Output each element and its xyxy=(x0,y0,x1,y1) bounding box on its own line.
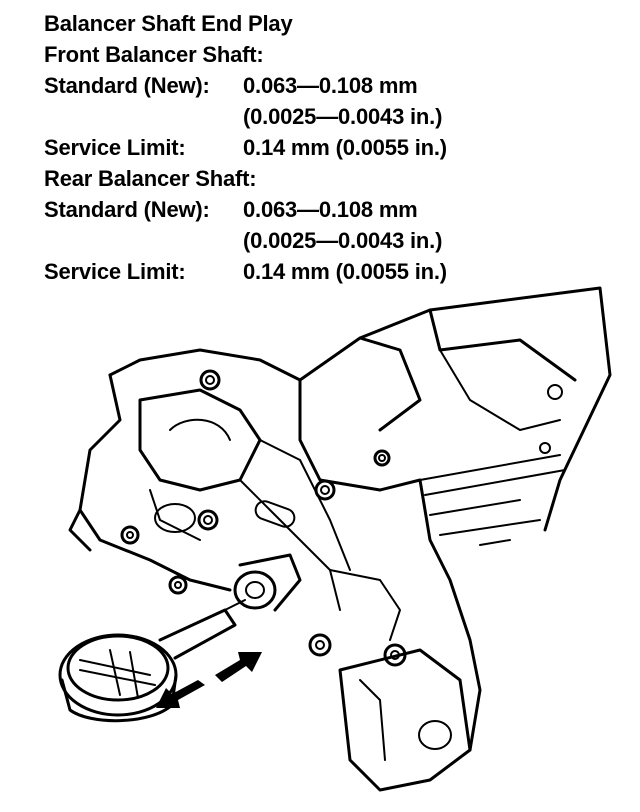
dial-indicator xyxy=(58,599,246,723)
rear-heading-text: Rear Balancer Shaft: xyxy=(44,166,257,191)
balancer-housing xyxy=(68,286,612,792)
front-standard-row: Standard (New): 0.063—0.108 mm xyxy=(44,70,604,101)
illustration-svg xyxy=(58,286,612,792)
rear-standard-row: Standard (New): 0.063—0.108 mm xyxy=(44,194,604,225)
double-arrow-icon xyxy=(156,652,262,708)
rear-limit-row: Service Limit: 0.14 mm (0.0055 in.) xyxy=(44,256,604,287)
front-limit-value: 0.14 mm (0.0055 in.) xyxy=(243,135,447,160)
rear-standard-mm: 0.063—0.108 mm xyxy=(243,197,418,222)
rear-standard-label: Standard (New): xyxy=(44,197,210,222)
rear-standard-in: (0.0025—0.0043 in.) xyxy=(243,228,443,253)
front-standard-in: (0.0025—0.0043 in.) xyxy=(243,104,443,129)
front-limit-label: Service Limit: xyxy=(44,135,186,160)
rear-heading: Rear Balancer Shaft: xyxy=(44,163,604,194)
illustration xyxy=(0,280,640,812)
spec-title-text: Balancer Shaft End Play xyxy=(44,11,293,36)
rear-limit-value: 0.14 mm (0.0055 in.) xyxy=(243,259,447,284)
front-standard-in-row: (0.0025—0.0043 in.) xyxy=(44,101,604,132)
front-heading: Front Balancer Shaft: xyxy=(44,39,604,70)
spec-title: Balancer Shaft End Play xyxy=(44,8,604,39)
front-standard-label: Standard (New): xyxy=(44,73,210,98)
front-heading-text: Front Balancer Shaft: xyxy=(44,42,264,67)
front-limit-row: Service Limit: 0.14 mm (0.0055 in.) xyxy=(44,132,604,163)
rear-standard-in-row: (0.0025—0.0043 in.) xyxy=(44,225,604,256)
spec-block: Balancer Shaft End Play Front Balancer S… xyxy=(44,8,604,287)
front-standard-mm: 0.063—0.108 mm xyxy=(243,73,418,98)
bolt-icons xyxy=(120,369,407,667)
rear-limit-label: Service Limit: xyxy=(44,259,186,284)
